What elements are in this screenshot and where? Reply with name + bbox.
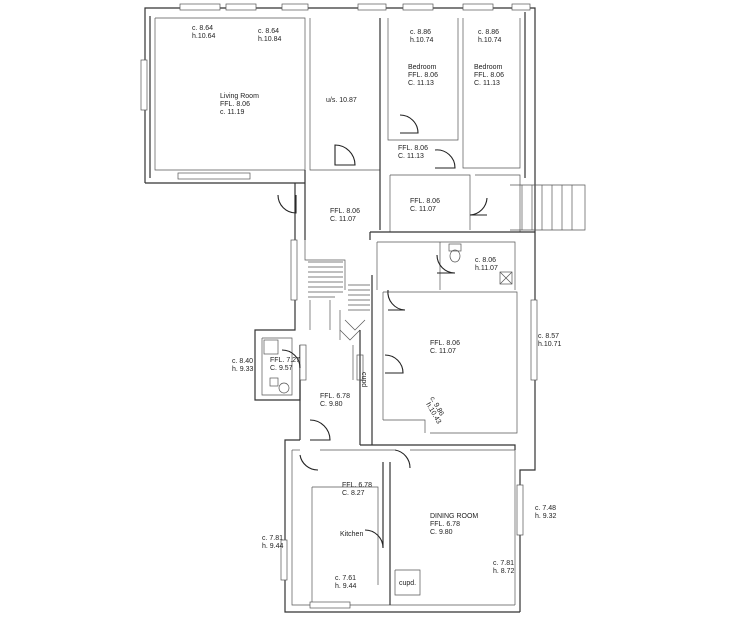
label-wc2-c: c. 8.40 <box>232 358 253 365</box>
label-dining-side-h: h. 9.32 <box>535 513 557 520</box>
label-lobby-ffl: FFL. 8.06 <box>398 145 428 152</box>
label-bed1-c: c. 8.86 <box>410 29 431 36</box>
label-living-room-c: c. 11.19 <box>220 109 244 116</box>
label-kitchen-side-h: h. 9.44 <box>262 543 284 550</box>
label-wc-h: h.11.07 <box>475 265 498 272</box>
label-wc-c: c. 8.06 <box>475 257 496 264</box>
label-hall2-ffl: FFL. 8.06 <box>410 198 440 205</box>
label-dining-side-c: c. 7.48 <box>535 505 556 512</box>
room-labels: c. 8.64 h.10.64 c. 8.64 h.10.84 Living R… <box>192 25 561 590</box>
label-bed1-name: Bedroom <box>408 64 437 71</box>
fixtures <box>263 243 513 394</box>
label-cupd-1: cupd <box>360 372 367 387</box>
label-bed1-cc: C. 11.13 <box>408 80 434 87</box>
label-dining-inner-c: c. 7.81 <box>493 560 514 567</box>
label-bed2-c: c. 8.86 <box>478 29 499 36</box>
label-bed2-ffl: FFL. 8.06 <box>474 72 504 79</box>
label-hall-c: C. 11.07 <box>330 216 356 223</box>
label-dining-ffl: FFL. 6.78 <box>430 521 460 528</box>
label-living-window-c: c. 8.64 <box>192 25 213 32</box>
label-stair-us: u/s. 10.87 <box>326 97 357 104</box>
doors <box>277 114 488 549</box>
label-bed2-name: Bedroom <box>474 64 503 71</box>
label-lobby-c: C. 11.13 <box>398 153 424 160</box>
label-bed2-cc: C. 11.13 <box>474 80 500 87</box>
label-room-c: C. 11.07 <box>430 348 456 355</box>
label-dining-inner-h: h. 8.72 <box>493 568 515 575</box>
label-bed1-ffl: FFL. 8.06 <box>408 72 438 79</box>
label-bed2-h: h.10.74 <box>478 37 501 44</box>
label-side-h: h.10.71 <box>538 341 561 348</box>
windows <box>140 3 538 609</box>
label-living-window-h: h.10.64 <box>192 33 215 40</box>
label-kitchen-bottom-h: h. 9.44 <box>335 583 357 590</box>
label-kitchen-ffl: FFL. 6.78 <box>342 482 372 489</box>
label-landing-c: C. 9.80 <box>320 401 343 408</box>
label-wc2-h: h. 9.33 <box>232 366 254 373</box>
label-landing-ffl: FFL. 6.78 <box>320 393 350 400</box>
label-living-room-ffl: FFL. 8.06 <box>220 101 250 108</box>
label-kitchen-bottom-c: c. 7.61 <box>335 575 356 582</box>
label-hall2-c: C. 11.07 <box>410 206 436 213</box>
label-bed1-h: h.10.74 <box>410 37 433 44</box>
label-wc2-cc: C. 9.57 <box>270 365 293 372</box>
label-kitchen-side-c: c. 7.81 <box>262 535 283 542</box>
label-hall-ffl: FFL. 8.06 <box>330 208 360 215</box>
external-steps <box>510 184 586 231</box>
label-living-room-name: Living Room <box>220 93 259 100</box>
label-cupd-2: cupd. <box>399 580 416 587</box>
label-side-c: c. 8.57 <box>538 333 559 340</box>
label-wc2-ffl: FFL. 7.27 <box>270 357 300 364</box>
label-living-window2-h: h.10.84 <box>258 36 281 43</box>
label-dining-c: C. 9.80 <box>430 529 453 536</box>
label-kitchen-name: Kitchen <box>340 531 363 538</box>
stair-treads <box>308 261 370 341</box>
label-living-window2-c: c. 8.64 <box>258 28 279 35</box>
label-room-ffl: FFL. 8.06 <box>430 340 460 347</box>
label-kitchen-c: C. 8.27 <box>342 490 365 497</box>
label-dining-name: DINING ROOM <box>430 513 478 520</box>
